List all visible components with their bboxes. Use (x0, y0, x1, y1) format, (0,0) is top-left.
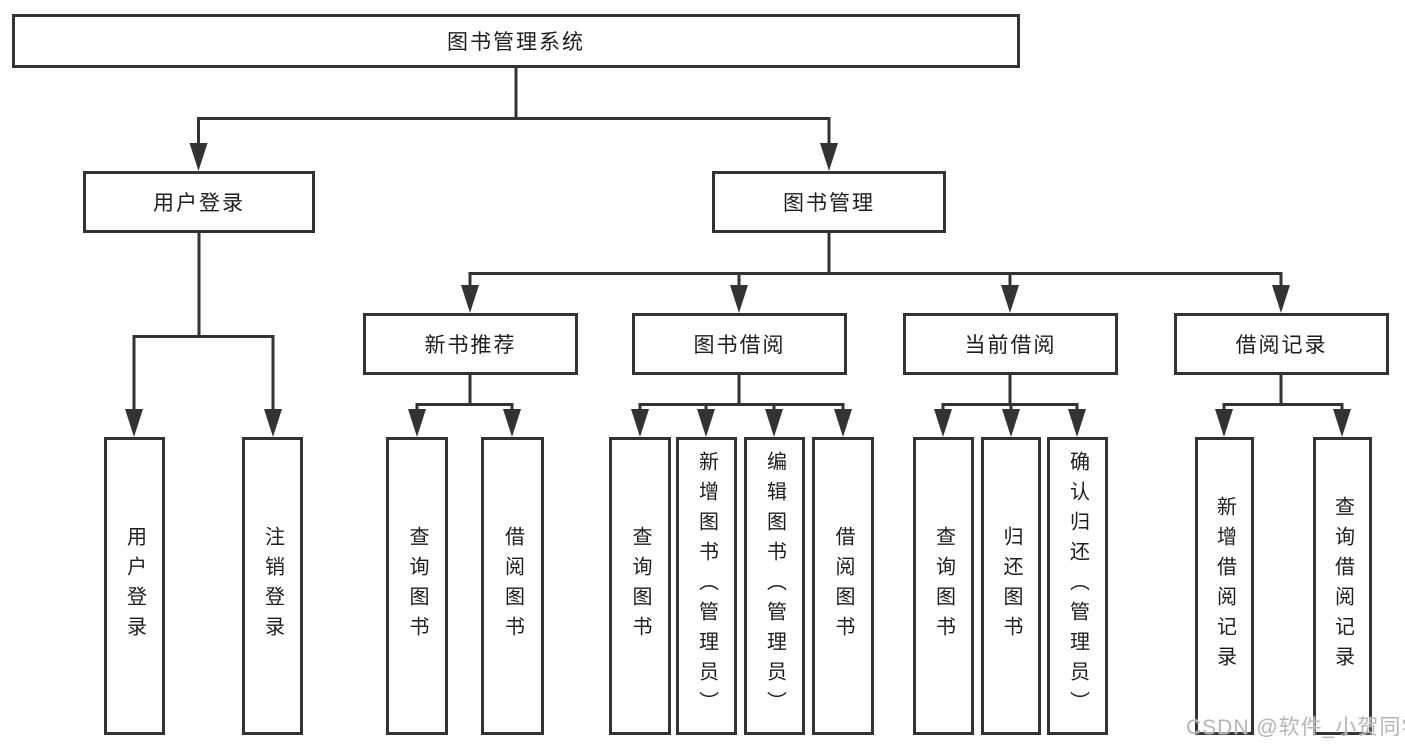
arrowhead (1333, 409, 1351, 437)
leaf-label: 编辑图书（管理员） (763, 451, 786, 721)
arrowhead (934, 409, 952, 437)
leaf-label: 借阅图书 (832, 526, 854, 646)
leaf-add-borrow-record: 新增借阅记录 (1195, 437, 1254, 735)
arrowhead (765, 409, 783, 437)
leaf-user-login: 用户登录 (104, 437, 165, 735)
arrowhead (1272, 285, 1290, 313)
leaf-borrow-books-borrowing: 借阅图书 (812, 437, 874, 735)
arrowhead (1068, 409, 1086, 437)
leaf-label: 确认归还（管理员） (1066, 451, 1089, 721)
node-new-book-recommend: 新书推荐 (363, 313, 578, 375)
leaf-confirm-return-admin: 确认归还（管理员） (1047, 437, 1108, 735)
arrowhead (503, 409, 521, 437)
leaf-borrow-books-recommend: 借阅图书 (481, 437, 544, 735)
leaf-query-books-current: 查询图书 (913, 437, 974, 735)
arrowhead (730, 285, 748, 313)
edge-book-management-to-level3 (468, 233, 1283, 288)
node-library-management-system: 图书管理系统 (12, 14, 1020, 68)
leaf-edit-books-admin: 编辑图书（管理员） (744, 437, 805, 735)
leaf-query-borrow-record: 查询借阅记录 (1313, 437, 1372, 735)
leaf-label: 新增借阅记录 (1213, 496, 1236, 676)
arrowhead (408, 409, 426, 437)
edge-borrowing-records-to-leaves (1222, 375, 1344, 412)
arrowhead (697, 409, 715, 437)
node-borrowing-records: 借阅记录 (1174, 313, 1389, 375)
arrowhead (461, 285, 479, 313)
edge-root-to-level2 (197, 68, 831, 146)
arrowhead (1001, 285, 1019, 313)
edge-new-book-recommend-to-leaves (415, 375, 514, 412)
edge-book-borrowing-to-leaves (638, 375, 845, 412)
arrowhead (264, 409, 282, 437)
arrowhead (1215, 409, 1233, 437)
leaf-label: 归还图书 (1000, 526, 1022, 646)
arrowhead (125, 409, 143, 437)
node-book-borrowing: 图书借阅 (632, 313, 847, 375)
leaf-label: 借阅图书 (501, 526, 524, 646)
leaf-label: 查询图书 (932, 526, 955, 646)
leaf-return-books: 归还图书 (981, 437, 1041, 735)
leaf-label: 新增图书（管理员） (695, 451, 718, 721)
arrowhead (189, 143, 208, 171)
leaf-label: 用户登录 (123, 526, 146, 646)
leaf-logout: 注销登录 (242, 437, 303, 735)
arrowhead (631, 409, 649, 437)
node-current-borrowing: 当前借阅 (903, 313, 1118, 375)
arrowhead (1002, 409, 1020, 437)
leaf-label: 查询图书 (629, 526, 651, 646)
edge-current-borrowing-to-leaves (941, 375, 1079, 412)
leaf-label: 查询借阅记录 (1331, 496, 1354, 676)
leaf-label: 查询图书 (406, 526, 428, 646)
edge-user-login-to-leaves (132, 233, 275, 412)
node-user-login: 用户登录 (83, 171, 315, 233)
leaf-query-books-recommend: 查询图书 (386, 437, 448, 735)
leaf-label: 注销登录 (261, 526, 284, 646)
node-book-management: 图书管理 (712, 171, 946, 233)
csdn-watermark: CSDN @软件_小贺同学 (1186, 716, 1405, 739)
leaf-add-books-admin: 新增图书（管理员） (676, 437, 737, 735)
arrowhead (834, 409, 852, 437)
arrowhead (820, 143, 838, 171)
leaf-query-books-borrowing: 查询图书 (609, 437, 671, 735)
